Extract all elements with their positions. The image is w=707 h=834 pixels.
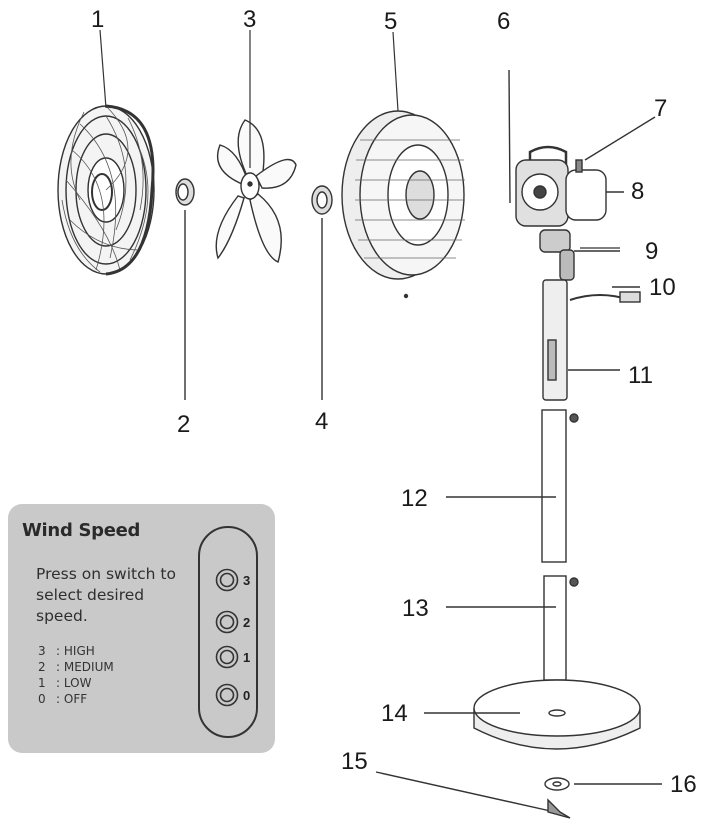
- spinner-cap: [175, 178, 195, 400]
- callout-4: 4: [315, 408, 329, 435]
- leader-lines: [99, 29, 620, 249]
- callout-2: 2: [177, 411, 191, 438]
- callout-8: 8: [631, 178, 645, 205]
- speed-3-button-icon[interactable]: [215, 568, 239, 592]
- callout-9: 9: [645, 238, 659, 265]
- middle-pole: [446, 409, 579, 563]
- front-grille: [57, 104, 155, 276]
- callout-14: 14: [381, 700, 408, 727]
- speed-2-button-icon[interactable]: [215, 610, 239, 634]
- callout-7: 7: [654, 95, 668, 122]
- speed-switch-bar: 3 2 1 0: [198, 526, 258, 738]
- callout-10: 10: [649, 274, 676, 301]
- callout-11: 11: [628, 362, 653, 389]
- speed-3-label: 3: [243, 573, 251, 588]
- speed-1-button-icon[interactable]: [215, 645, 239, 669]
- panel-instruction: Press on switch to select desired speed.: [36, 565, 176, 625]
- wind-speed-panel: Wind Speed Press on switch to select des…: [8, 504, 275, 753]
- speed-0-label: 0: [243, 688, 251, 703]
- callout-5: 5: [384, 8, 398, 35]
- speed-2-label: 2: [243, 615, 251, 630]
- callout-13: 13: [402, 595, 429, 622]
- base-washer: [544, 777, 662, 791]
- callout-3: 3: [243, 6, 257, 33]
- callout-12: 12: [401, 485, 428, 512]
- base-bolt: [375, 771, 571, 819]
- legend-row-high: 3: HIGH: [38, 644, 95, 658]
- callout-1: 1: [91, 6, 105, 33]
- grille-nut: [311, 185, 333, 400]
- upper-pole: [542, 279, 620, 401]
- speed-0-button-icon[interactable]: [215, 683, 239, 707]
- motor-housing: [508, 69, 656, 303]
- legend-row-low: 1: LOW: [38, 676, 92, 690]
- panel-title: Wind Speed: [22, 520, 141, 541]
- speed-1-label: 1: [243, 650, 251, 665]
- legend-row-medium: 2: MEDIUM: [38, 660, 114, 674]
- fan-blade: [215, 119, 297, 263]
- callout-6: 6: [497, 8, 511, 35]
- lower-pole: [446, 575, 579, 681]
- rear-grille: [341, 110, 465, 299]
- legend-row-off: 0: OFF: [38, 692, 88, 706]
- callout-16: 16: [670, 771, 697, 798]
- callout-15: 15: [341, 748, 368, 775]
- fan-base: [424, 679, 641, 750]
